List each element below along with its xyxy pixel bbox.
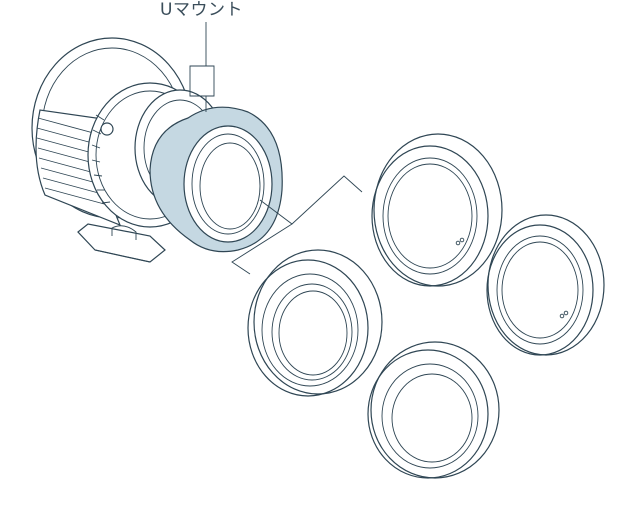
mount-ring-right	[486, 214, 605, 356]
mount-ring-bottom	[367, 341, 500, 479]
callout-lines	[189, 22, 363, 275]
u-mount-ring	[149, 106, 283, 253]
u-mount-label: Uマウント	[160, 0, 243, 20]
mount-ring-middle	[247, 249, 383, 397]
mount-ring-upper	[371, 133, 503, 287]
